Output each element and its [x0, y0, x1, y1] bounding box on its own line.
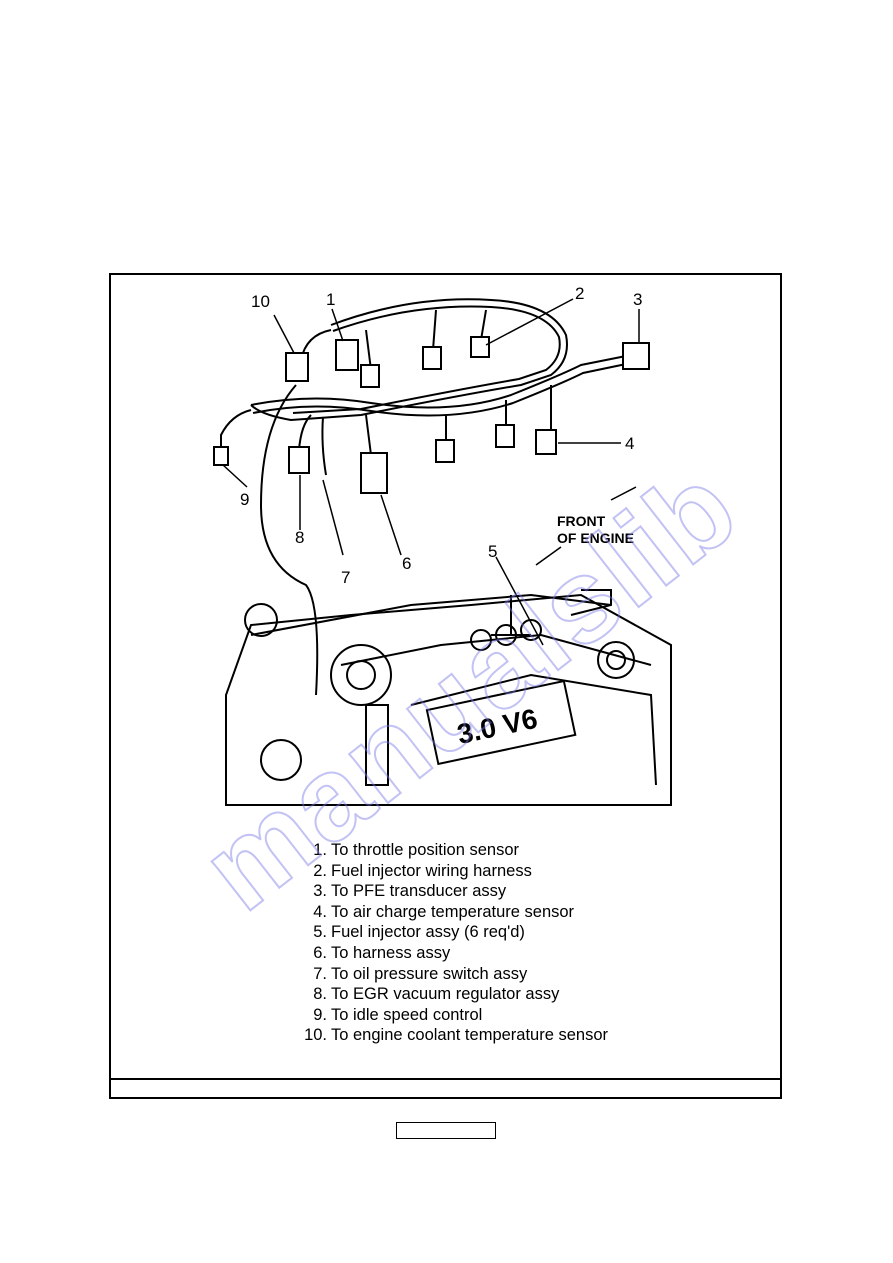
connector-ect: [285, 352, 309, 382]
connector-act: [535, 429, 557, 455]
distributor: [330, 644, 392, 706]
callout-2: 2: [575, 284, 584, 303]
callout-1: 1: [326, 290, 335, 309]
legend-list: 1.To throttle position sensor 2.Fuel inj…: [301, 840, 631, 1046]
legend-item: 2.Fuel injector wiring harness: [313, 861, 532, 880]
callout-8: 8: [295, 528, 304, 547]
connector-isc: [213, 446, 229, 466]
engine-block: [225, 593, 672, 806]
legend-item: 10.To engine coolant temperature sensor: [304, 1026, 609, 1045]
callout-10: 10: [251, 292, 270, 311]
callout-3: 3: [633, 290, 642, 309]
harness-lower-trunk: [250, 354, 632, 409]
callout-9: 9: [240, 490, 249, 509]
connector-evr: [288, 446, 310, 474]
legend-item: 1.To throttle position sensor: [313, 841, 520, 859]
connector-harness: [360, 452, 388, 494]
legend-item: 3.To PFE transducer assy: [313, 882, 507, 901]
callout-5: 5: [488, 542, 497, 561]
figure-frame: 3.0 V6 10 1 2 3 4 5 6 7 8 9 FRONT OF ENG…: [109, 273, 782, 1099]
engine-badge-plate: [425, 679, 577, 766]
legend-item: 6.To harness assy: [313, 943, 451, 962]
front-label-line2: OF ENGINE: [557, 530, 634, 546]
harness-upper-trunk: [250, 298, 568, 422]
connector-pfe: [622, 342, 650, 370]
legend-item: 5.Fuel injector assy (6 req'd): [313, 923, 525, 942]
callout-6: 6: [402, 554, 411, 573]
callout-4: 4: [625, 434, 634, 453]
front-label-line1: FRONT: [557, 513, 606, 529]
connector-tps: [335, 339, 359, 371]
legend-item: 8.To EGR vacuum regulator assy: [313, 985, 560, 1004]
page-number-box: [396, 1122, 496, 1139]
legend-item: 4.To air charge temperature sensor: [313, 902, 575, 921]
legend-item: 9.To idle speed control: [313, 1005, 483, 1024]
wiring-harness-diagram: 3.0 V6 10 1 2 3 4 5 6 7 8 9 FRONT OF ENG…: [213, 284, 672, 806]
callout-7: 7: [341, 568, 350, 587]
legend-item: 7.To oil pressure switch assy: [313, 964, 528, 983]
frame-divider: [111, 1078, 780, 1080]
oil-filler-cap: [597, 641, 635, 679]
